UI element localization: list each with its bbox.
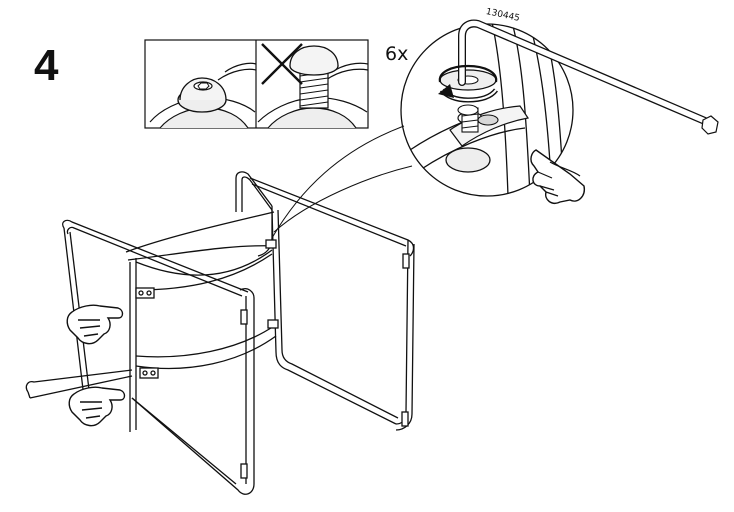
pointing-hand-icon [530,149,585,204]
callout-leader [271,125,413,239]
quantity-label: 6x [385,43,409,65]
rotate-arrow-icon [438,64,498,103]
allen-key-icon [458,19,719,135]
cross-mark-icon [261,43,303,85]
step-number: 4 [34,41,59,90]
correct-bolt-panel [149,62,257,129]
incorrect-bolt-panel [257,45,369,129]
pointing-hand-icon [66,304,126,427]
detail-panels [144,39,369,129]
